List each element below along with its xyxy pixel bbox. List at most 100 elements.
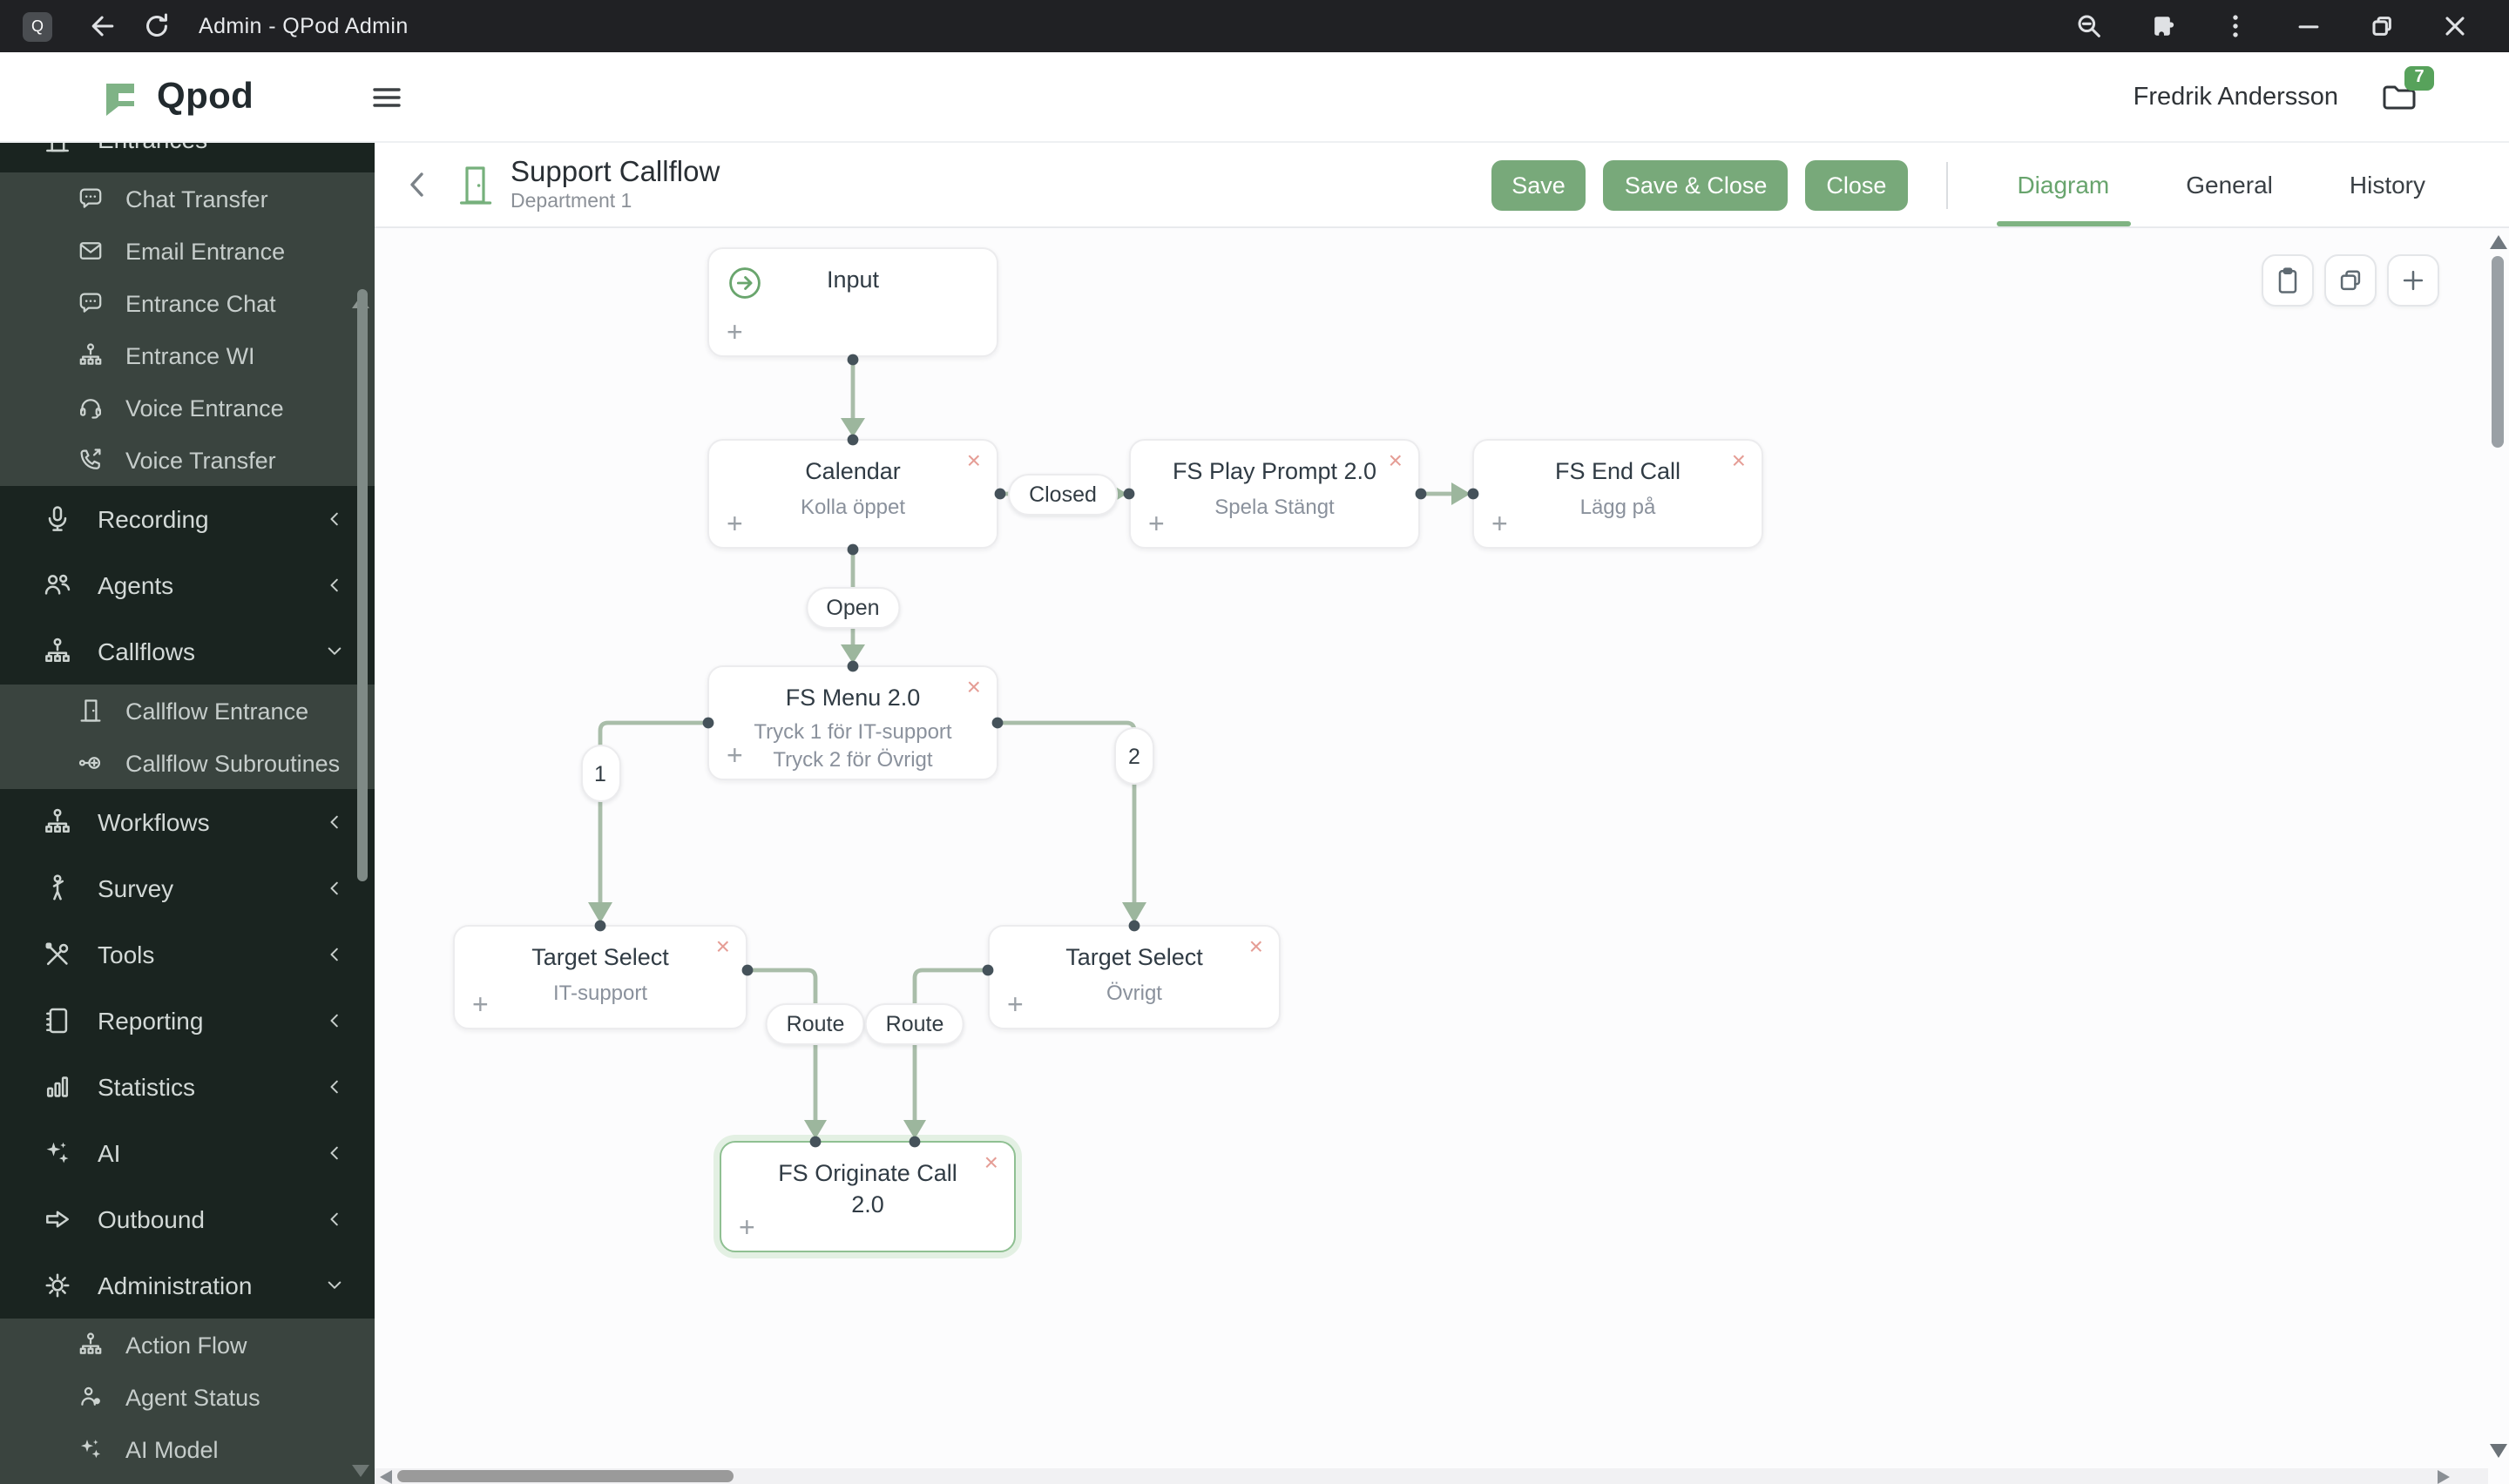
tab-general[interactable]: General <box>2186 171 2273 199</box>
app-logo[interactable]: Qpod <box>99 76 254 118</box>
add-icon[interactable]: + <box>1491 510 1508 540</box>
hamburger-menu-icon[interactable] <box>369 79 403 114</box>
bar-chart-icon <box>42 1071 73 1103</box>
vertical-scrollbar-thumb[interactable] <box>2492 256 2504 448</box>
edge-label-closed[interactable]: Closed <box>1008 473 1118 515</box>
add-icon[interactable]: + <box>727 319 743 348</box>
add-icon[interactable]: + <box>1007 991 1024 1021</box>
sparkles-icon <box>42 1137 73 1169</box>
delete-node-icon[interactable]: × <box>1248 932 1263 960</box>
add-icon[interactable]: + <box>727 742 743 772</box>
edge-label-open[interactable]: Open <box>805 586 901 628</box>
window-close-icon[interactable] <box>2439 10 2471 42</box>
delete-node-icon[interactable]: × <box>984 1148 998 1176</box>
edge-label-route-2[interactable]: Route <box>864 1002 965 1044</box>
chevron-left-icon <box>322 507 347 531</box>
sidebar-item-voice-transfer[interactable]: Voice Transfer <box>0 434 375 486</box>
tools-icon <box>42 939 73 970</box>
window-minimize-icon[interactable] <box>2293 10 2324 42</box>
folder-icon[interactable]: 7 <box>2380 65 2434 114</box>
sidebar-item-survey[interactable]: Survey <box>0 855 375 921</box>
sidebar-item-tools[interactable]: Tools <box>0 921 375 988</box>
diagram-canvas[interactable]: Input + × Calendar Kolla öppet + × FS Pl… <box>375 228 2509 1484</box>
add-node-button[interactable] <box>2387 254 2439 307</box>
back-button[interactable] <box>401 167 436 202</box>
close-button[interactable]: Close <box>1805 159 1908 210</box>
subroutine-icon <box>77 749 105 777</box>
people-icon <box>42 570 73 601</box>
sitemap-icon <box>42 806 73 838</box>
sidebar-item-recording[interactable]: Recording <box>0 486 375 552</box>
paste-clipboard-button[interactable] <box>2262 254 2314 307</box>
scroll-left-arrow[interactable] <box>380 1469 392 1483</box>
sidebar-item-reporting[interactable]: Reporting <box>0 988 375 1054</box>
node-end-call[interactable]: × FS End Call Lägg på + <box>1472 439 1763 549</box>
scroll-up-arrow[interactable] <box>2490 235 2507 249</box>
add-icon[interactable]: + <box>472 991 489 1021</box>
delete-node-icon[interactable]: × <box>1388 446 1403 474</box>
sidebar-item-entrances[interactable]: Entrances <box>0 143 375 172</box>
tab-diagram[interactable]: Diagram <box>1996 143 2131 226</box>
sidebar-item-action-flow[interactable]: Action Flow <box>0 1319 375 1371</box>
sidebar-item-callflow-entrance[interactable]: Callflow Entrance <box>0 685 375 737</box>
delete-node-icon[interactable]: × <box>715 932 730 960</box>
node-target-other[interactable]: × Target Select Övrigt + <box>988 925 1281 1029</box>
user-name[interactable]: Fredrik Andersson <box>2133 83 2338 111</box>
sitemap-icon <box>77 1331 105 1359</box>
node-play-prompt[interactable]: × FS Play Prompt 2.0 Spela Stängt + <box>1129 439 1420 549</box>
window-restore-icon[interactable] <box>2366 10 2397 42</box>
sidebar-item-ai-model[interactable]: AI Model <box>0 1423 375 1475</box>
canvas-vertical-scrollbar[interactable] <box>2488 228 2509 1468</box>
chevron-left-icon <box>322 1008 347 1033</box>
sidebar-item-ai[interactable]: AI <box>0 1120 375 1186</box>
canvas-horizontal-scrollbar[interactable] <box>375 1468 2488 1484</box>
browser-menu-kebab-icon[interactable] <box>2220 10 2251 42</box>
sidebar-item-email-entrance[interactable]: Email Entrance <box>0 225 375 277</box>
sidebar-item-workflows[interactable]: Workflows <box>0 789 375 855</box>
page-title: Support Callflow <box>511 157 720 188</box>
sidebar-item-entrance-chat[interactable]: Entrance Chat <box>0 277 375 329</box>
sidebar-item-voice-entrance[interactable]: Voice Entrance <box>0 381 375 434</box>
save-button[interactable]: Save <box>1491 159 1586 210</box>
sparkles-icon <box>77 1435 105 1463</box>
delete-node-icon[interactable]: × <box>1731 446 1746 474</box>
sidebar-scrollbar-thumb[interactable] <box>357 289 368 881</box>
sidebar-item-outbound[interactable]: Outbound <box>0 1186 375 1252</box>
sidebar: Entrances Chat Transfer Email Entrance E… <box>0 143 375 1484</box>
sidebar-item-statistics[interactable]: Statistics <box>0 1054 375 1120</box>
delete-node-icon[interactable]: × <box>966 446 981 474</box>
sidebar-scroll-down-arrow[interactable] <box>352 1465 369 1477</box>
node-input[interactable]: Input + <box>707 247 998 357</box>
sidebar-item-chat-transfer[interactable]: Chat Transfer <box>0 172 375 225</box>
sidebar-item-entrance-wi[interactable]: Entrance WI <box>0 329 375 381</box>
node-menu[interactable]: × FS Menu 2.0 Tryck 1 för IT-support Try… <box>707 665 998 780</box>
edge-label-route-1[interactable]: Route <box>765 1002 866 1044</box>
envelope-icon <box>77 237 105 265</box>
copy-button[interactable] <box>2324 254 2377 307</box>
sidebar-item-callflows[interactable]: Callflows <box>0 618 375 685</box>
delete-node-icon[interactable]: × <box>966 672 981 700</box>
node-calendar[interactable]: × Calendar Kolla öppet + <box>707 439 998 549</box>
browser-reload-icon[interactable] <box>141 10 172 42</box>
sidebar-item-callflow-subroutines[interactable]: Callflow Subroutines <box>0 737 375 789</box>
edge-label-1[interactable]: 1 <box>580 745 620 802</box>
zoom-out-icon[interactable] <box>2073 10 2105 42</box>
node-target-it[interactable]: × Target Select IT-support + <box>453 925 747 1029</box>
tab-history[interactable]: History <box>2349 171 2425 199</box>
save-and-close-button[interactable]: Save & Close <box>1603 159 1789 210</box>
browser-back-icon[interactable] <box>87 10 118 42</box>
node-originate-call[interactable]: × FS Originate Call 2.0 + <box>720 1141 1016 1252</box>
add-icon[interactable]: + <box>1148 510 1165 540</box>
scroll-right-arrow[interactable] <box>2438 1469 2450 1483</box>
sidebar-item-agents[interactable]: Agents <box>0 552 375 618</box>
phone-out-icon <box>77 446 105 474</box>
horizontal-scrollbar-thumb[interactable] <box>397 1470 734 1482</box>
sidebar-item-agent-status[interactable]: Agent Status <box>0 1371 375 1423</box>
edge-label-2[interactable]: 2 <box>1114 727 1154 785</box>
scroll-down-arrow[interactable] <box>2490 1444 2507 1458</box>
add-icon[interactable]: + <box>739 1214 755 1244</box>
extensions-puzzle-icon[interactable] <box>2147 10 2178 42</box>
view-tabs: Diagram General History <box>1978 143 2464 226</box>
add-icon[interactable]: + <box>727 510 743 540</box>
sidebar-item-administration[interactable]: Administration <box>0 1252 375 1319</box>
